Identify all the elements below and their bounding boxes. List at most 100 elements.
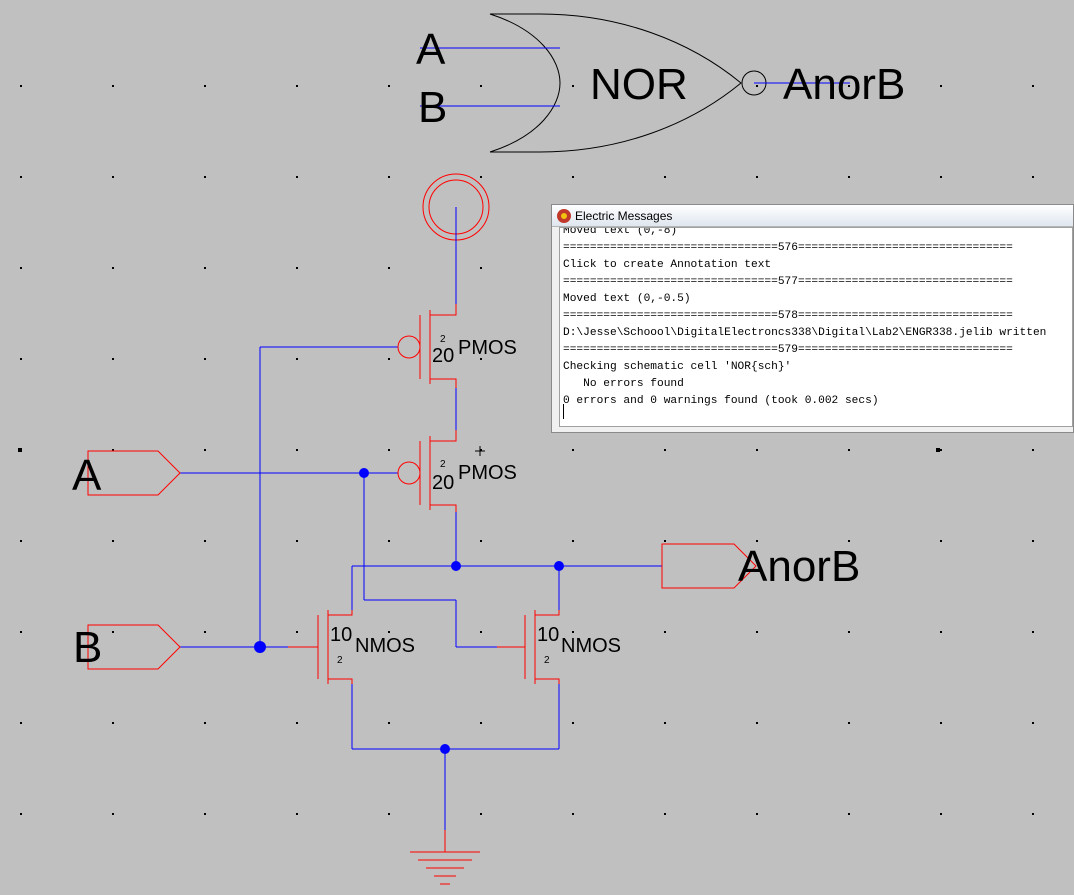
grid-dot	[296, 813, 298, 815]
nmos-right-width: 10	[537, 624, 559, 646]
ground-symbol[interactable]	[410, 830, 480, 885]
pmos-bottom-type: PMOS	[458, 462, 517, 484]
grid-dot	[204, 85, 206, 87]
grid-dot	[756, 449, 758, 451]
messages-window[interactable]: Electric Messages Moved text (0,-8) =====…	[551, 204, 1074, 433]
grid-dot	[1032, 176, 1034, 178]
grid-dot	[20, 540, 22, 542]
grid-dot	[940, 449, 942, 451]
grid-dot	[1032, 631, 1034, 633]
selection-marker-left	[18, 448, 22, 452]
message-line: ================================576=====…	[563, 242, 1013, 254]
selection-marker-right	[936, 448, 940, 452]
export-a-label: A	[72, 451, 102, 500]
pmos-top-width: 20	[432, 345, 454, 367]
grid-dot	[388, 267, 390, 269]
grid-dot	[664, 813, 666, 815]
export-pin-out[interactable]: AnorB	[661, 542, 860, 591]
export-pin-a[interactable]: A	[72, 450, 181, 500]
message-line: ================================577=====…	[563, 276, 1013, 288]
grid-dot	[756, 540, 758, 542]
grid-dot	[480, 176, 482, 178]
nmos-left-type: NMOS	[355, 635, 415, 657]
grid-dot	[112, 358, 114, 360]
grid-dot	[1032, 722, 1034, 724]
grid-dot	[480, 358, 482, 360]
nmos-right-type: NMOS	[561, 635, 621, 657]
grid-dot	[296, 85, 298, 87]
grid-dot	[388, 540, 390, 542]
grid-dot	[848, 540, 850, 542]
grid-dot	[388, 176, 390, 178]
message-line: Moved text (0,-8)	[563, 227, 678, 237]
symbol-input-b-label: B	[418, 83, 447, 132]
pmos-top-transistor[interactable]	[397, 304, 457, 388]
grid-dot	[664, 631, 666, 633]
nmos-left-transistor[interactable]	[288, 610, 353, 684]
grid-dot	[756, 631, 758, 633]
grid-dot	[1032, 540, 1034, 542]
grid-dot	[112, 813, 114, 815]
grid-dot	[940, 176, 942, 178]
pmos-top-type: PMOS	[458, 337, 517, 359]
transistor-labels: 2 20 PMOS 2 20 PMOS 10 2 NMOS 10 2 NMOS	[330, 334, 621, 666]
messages-window-title: Electric Messages	[575, 208, 673, 223]
symbol-gate-label: NOR	[590, 60, 688, 109]
grid-dot	[572, 449, 574, 451]
pmos-bottom-width: 20	[432, 472, 454, 494]
message-line: Checking schematic cell 'NOR{sch}'	[563, 361, 792, 373]
nor-gate-symbol[interactable]: NOR A B AnorB	[416, 13, 905, 153]
messages-text-area[interactable]: Moved text (0,-8) =======================…	[559, 227, 1073, 427]
grid-dot	[480, 267, 482, 269]
grid-dot	[20, 722, 22, 724]
grid-dot	[572, 176, 574, 178]
grid-dot	[204, 176, 206, 178]
grid-dot	[480, 722, 482, 724]
grid-dot	[388, 813, 390, 815]
grid-dot	[756, 722, 758, 724]
grid-dot	[480, 813, 482, 815]
grid-dot	[480, 540, 482, 542]
grid-dot	[296, 722, 298, 724]
grid-dot	[940, 540, 942, 542]
grid-dot	[664, 540, 666, 542]
export-pin-b[interactable]: B	[73, 623, 181, 672]
grid-dot	[112, 540, 114, 542]
grid-dot	[388, 358, 390, 360]
grid-dot	[296, 267, 298, 269]
symbol-input-a-label: A	[416, 25, 446, 74]
grid-dot	[296, 358, 298, 360]
grid-dot	[388, 722, 390, 724]
nmos-right-transistor[interactable]	[497, 610, 560, 684]
grid-dot	[1032, 449, 1034, 451]
grid-dot	[664, 176, 666, 178]
cursor-crosshair	[475, 446, 485, 456]
messages-window-titlebar[interactable]: Electric Messages	[552, 205, 1073, 227]
grid-dot	[204, 540, 206, 542]
grid-dot	[112, 85, 114, 87]
grid-dots	[20, 85, 1034, 815]
grid-dot	[940, 813, 942, 815]
grid-dot	[204, 722, 206, 724]
message-line: No errors found	[563, 378, 684, 390]
messages-log: Moved text (0,-8) =======================…	[563, 227, 1047, 410]
message-line: ================================579=====…	[563, 344, 1013, 356]
message-line: D:\Jesse\Schoool\DigitalElectroncs338\Di…	[563, 327, 1047, 339]
grid-dot	[204, 813, 206, 815]
grid-dot	[112, 722, 114, 724]
message-line: Click to create Annotation text	[563, 259, 772, 271]
grid-dot	[572, 85, 574, 87]
nmos-left-length: 2	[337, 655, 343, 666]
grid-dot	[940, 85, 942, 87]
grid-dot	[848, 85, 850, 87]
grid-dot	[20, 267, 22, 269]
pmos-bottom-length: 2	[440, 459, 446, 470]
wire-junctions	[254, 468, 564, 754]
pmos-bottom-transistor[interactable]	[397, 430, 457, 512]
grid-dot	[572, 722, 574, 724]
grid-dot	[848, 449, 850, 451]
grid-dot	[756, 176, 758, 178]
grid-dot	[20, 813, 22, 815]
grid-dot	[204, 449, 206, 451]
